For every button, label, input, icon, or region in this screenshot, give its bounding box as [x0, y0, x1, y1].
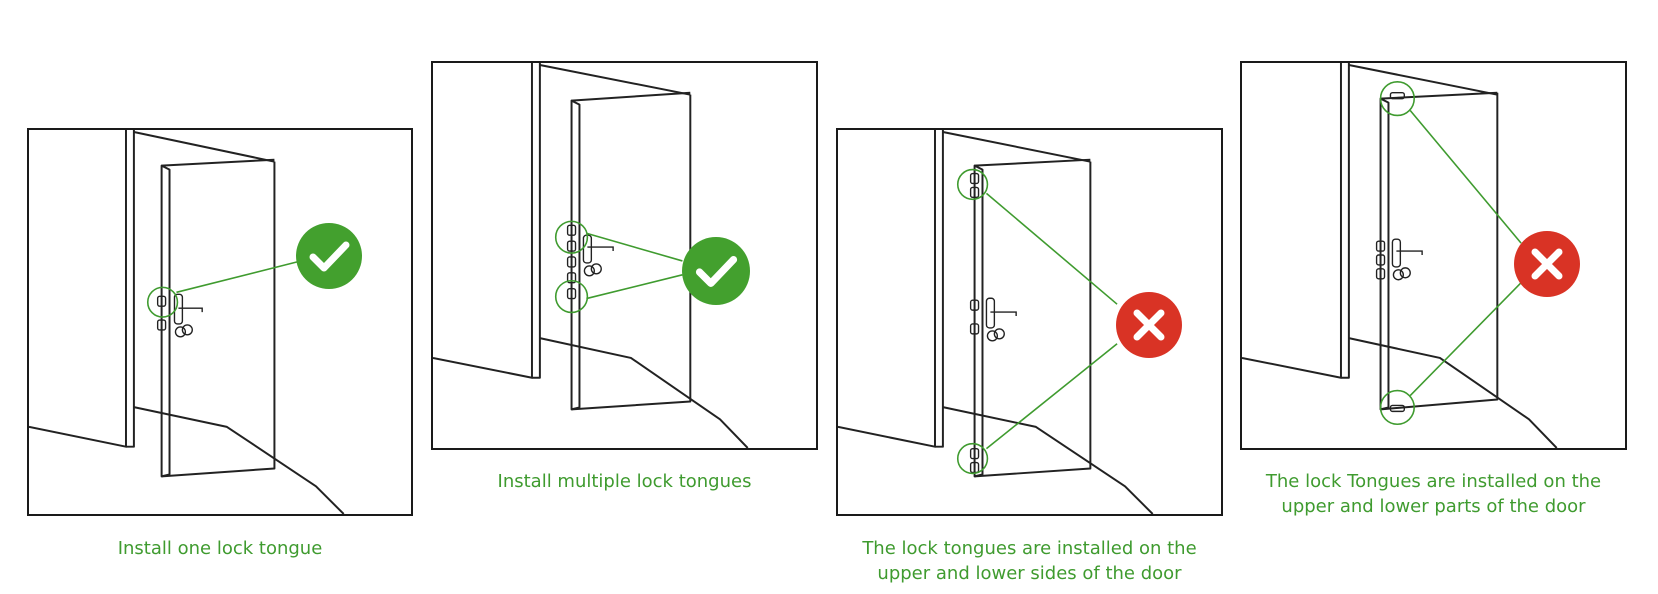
door-illustration: [29, 130, 345, 514]
door-illustration: [1242, 63, 1558, 448]
door-illustration: [838, 130, 1154, 514]
cross-icon: [1116, 292, 1182, 358]
caption-install-multiple-lock-tongues: Install multiple lock tongues: [497, 471, 752, 492]
cross-icon: [1514, 231, 1580, 297]
panel-upper-lower-sides: [836, 128, 1223, 516]
caption-upper-lower-parts: The lock Tongues are installed on the up…: [1265, 471, 1602, 517]
door-illustration: [433, 63, 749, 448]
caption-upper-lower-sides: The lock tongues are installed on the up…: [862, 538, 1197, 584]
check-icon: [682, 237, 750, 305]
panel-upper-lower-parts: [1240, 61, 1627, 450]
panel-multiple-lock-tongues: [431, 61, 818, 450]
caption-install-one-lock-tongue: Install one lock tongue: [117, 538, 323, 559]
check-icon: [296, 223, 362, 289]
panel-one-lock-tongue: [27, 128, 413, 516]
